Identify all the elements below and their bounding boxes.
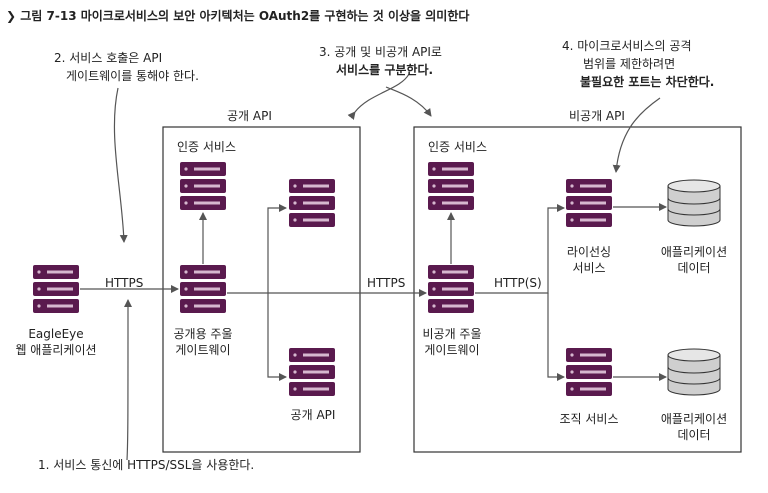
organization-service-server-icon	[566, 348, 612, 396]
figure-caption-text: 그림 7-13 마이크로서비스의 보안 아키텍처는 OAuth2를 구현하는 것…	[20, 9, 470, 23]
annotation-2-line-1: 2. 서비스 호출은 API	[54, 51, 163, 65]
annotation-3-line-2: 서비스를 구분한다.	[336, 63, 434, 77]
private-api-zone	[413, 126, 742, 453]
private-auth-service-label: 인증 서비스	[428, 140, 488, 154]
public-auth-service-server-icon	[180, 162, 226, 210]
organization-database-icon	[667, 348, 721, 396]
figure-caption: ❯ 그림 7-13 마이크로서비스의 보안 아키텍처는 OAuth2를 구현하는…	[6, 9, 469, 24]
public-api-server-icon	[289, 348, 335, 396]
client-https-label: HTTPS	[105, 276, 144, 290]
licensing-database-icon	[667, 179, 721, 227]
private-gateway-label-line-2: 게이트웨이	[424, 343, 480, 357]
annotation-1: 1. 서비스 통신에 HTTPS/SSL을 사용한다.	[38, 458, 255, 472]
public-auth-service-label: 인증 서비스	[177, 140, 237, 154]
public-api-zone-title: 공개 API	[227, 109, 272, 123]
client-name-line-1: EagleEye	[28, 327, 84, 341]
organization-database-label-line-1: 애플리케이션	[660, 412, 728, 426]
client-name-line-2: 웹 애플리케이션	[15, 343, 97, 357]
zones-https-label: HTTPS	[367, 276, 406, 290]
public-api-label: 공개 API	[290, 408, 336, 422]
public-gateway-label-line-2: 게이트웨이	[175, 343, 231, 357]
organization-service-label: 조직 서비스	[559, 412, 619, 426]
annotation-4-line-2: 범위를 제한하려면	[583, 57, 676, 71]
licensing-database-label-line-1: 애플리케이션	[660, 245, 728, 259]
private-http-label: HTTP(S)	[494, 276, 542, 290]
annotation-2-line-2: 게이트웨이를 통해야 한다.	[66, 69, 199, 83]
client-web-app-server-icon	[33, 265, 79, 313]
annotation-4-line-3: 불필요한 포트는 차단한다.	[580, 75, 715, 89]
annotation-3-line-1: 3. 공개 및 비공개 API로	[319, 45, 442, 59]
organization-database-label-line-2: 데이터	[677, 428, 711, 442]
public-gateway-label-line-1: 공개용 주울	[173, 327, 233, 341]
licensing-service-label-line-2: 서비스	[572, 261, 606, 275]
private-gateway-label-line-1: 비공개 주울	[422, 327, 482, 341]
licensing-database-label-line-2: 데이터	[677, 261, 711, 275]
licensing-service-label-line-1: 라이선싱	[566, 245, 612, 259]
chevron-down-icon: ❯	[6, 9, 17, 23]
private-api-zone-title: 비공개 API	[569, 109, 625, 123]
public-service-server-icon	[289, 179, 335, 227]
private-gateway-server-icon	[428, 265, 474, 313]
annotation-4-line-1: 4. 마이크로서비스의 공격	[562, 39, 692, 53]
licensing-service-server-icon	[566, 179, 612, 227]
private-auth-service-server-icon	[428, 162, 474, 210]
public-gateway-server-icon	[180, 265, 226, 313]
